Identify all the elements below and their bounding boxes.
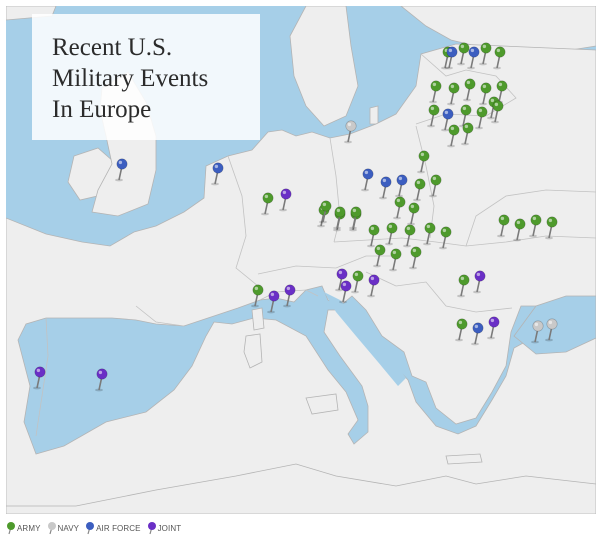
joint-pin-icon [95,368,108,392]
navy-pin-icon [545,318,558,342]
navy-pin-icon [344,120,357,144]
joint-pin-icon [33,366,46,390]
army-pin-icon [373,244,386,268]
land-continent [6,43,596,514]
army-pin-icon [447,82,460,106]
army-pin-icon [417,150,430,174]
navy-pin-icon [47,522,56,535]
title-line-2: Military Events [52,65,209,92]
joint-pin-icon [283,284,296,308]
army-pin-icon [349,206,362,230]
land-adriatic-water [324,292,406,386]
land-sicily [305,393,339,415]
border-poland-east [415,125,435,239]
army-pin-icon [493,46,506,70]
map-title: Recent U.S. Military Events In Europe [52,32,260,125]
legend-label-air-force: AIR FORCE [96,523,141,533]
army-pin-icon [461,122,474,146]
army-pin-icon [429,80,442,104]
legend-item-navy: NAVY [47,521,80,535]
joint-pin-icon [267,290,280,314]
army-pin-icon [409,246,422,270]
title-line-3: In Europe [52,96,152,123]
joint-pin-icon [339,280,352,304]
air-force-pin-icon [211,162,224,186]
army-pin-icon [447,124,460,148]
land-scandinavia [289,6,359,127]
border-alps [257,255,398,275]
title-line-1: Recent U.S. [52,34,173,61]
army-pin-icon [529,214,542,238]
army-pin-icon [479,42,492,66]
army-pin-icon [367,224,380,248]
title-box: Recent U.S. Military Events In Europe [32,14,260,140]
border-balkans [365,271,513,313]
army-pin-icon [497,214,510,238]
army-pin-icon [513,218,526,242]
army-pin-icon [319,200,332,224]
joint-pin-icon [279,188,292,212]
army-pin-icon [423,222,436,246]
army-pin-icon [455,318,468,342]
army-pin-icon [385,222,398,246]
joint-pin-icon [473,270,486,294]
legend: ARMY NAVY AIR FORCE JOINT [6,519,187,537]
army-pin-icon [261,192,274,216]
air-force-pin-icon [467,46,480,70]
land-corsica [251,307,265,331]
land-sardinia [243,333,263,369]
legend-item-army: ARMY [6,521,41,535]
legend-label-army: ARMY [17,523,41,533]
legend-label-joint: JOINT [157,523,182,533]
army-pin-icon [389,248,402,272]
army-pin-icon [491,100,504,124]
air-force-pin-icon [379,176,392,200]
legend-item-air-force: AIR FORCE [85,521,140,535]
army-pin-icon [457,274,470,298]
air-force-pin-icon [395,174,408,198]
air-force-pin-icon [471,322,484,346]
legend-label-navy: NAVY [57,523,80,533]
army-pin-icon [457,42,470,66]
joint-pin-icon [367,274,380,298]
border-france-germany [227,155,259,287]
army-pin-icon [403,224,416,248]
army-pin-icon [463,78,476,102]
land-crete [445,453,483,465]
border-spain-france [135,305,185,327]
army-pin-icon [427,104,440,128]
air-force-pin-icon [86,522,95,535]
army-pin-icon [407,202,420,226]
air-force-pin-icon [115,158,128,182]
air-force-pin-icon [361,168,374,192]
border-ukraine [465,189,596,247]
legend-item-joint: JOINT [147,521,182,535]
army-pin-icon [459,104,472,128]
army-pin-icon [333,206,346,230]
border-central [333,235,596,247]
army-pin-icon [351,270,364,294]
joint-pin-icon [147,522,156,535]
air-force-pin-icon [445,46,458,70]
border-iberia [35,317,49,437]
navy-pin-icon [531,320,544,344]
army-pin-icon [251,284,264,308]
army-pin-icon [479,82,492,106]
army-pin-icon [7,522,15,535]
army-pin-icon [475,106,488,130]
joint-pin-icon [335,268,348,292]
joint-pin-icon [487,316,500,340]
army-pin-icon [439,226,452,250]
army-pin-icon [393,196,406,220]
land-gotland [369,105,379,125]
map-frame: Recent U.S. Military Events In Europe [6,6,596,514]
air-force-pin-icon [441,108,454,132]
army-pin-icon [429,174,442,198]
army-pin-icon [413,178,426,202]
army-pin-icon [545,216,558,240]
